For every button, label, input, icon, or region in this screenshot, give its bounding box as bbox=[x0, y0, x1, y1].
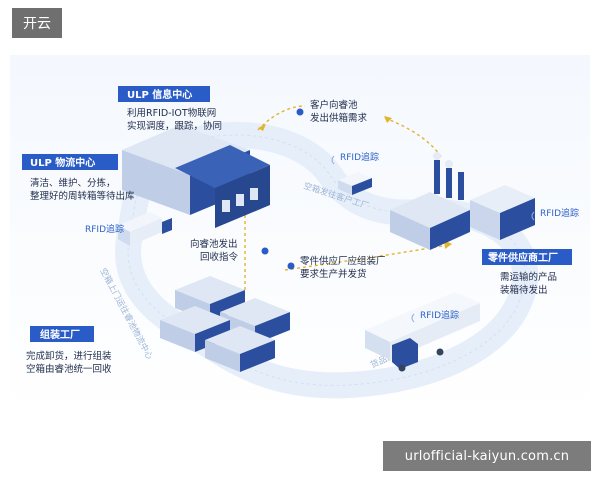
step-supplier-order-line-2: 要求生产并发货 bbox=[300, 268, 367, 280]
step-customer-demand-line-1: 客户向睿池 bbox=[310, 99, 358, 111]
info-center-line-1: 利用RFID-IOT物联网 bbox=[127, 107, 216, 119]
assembly-factory-box: 组装工厂 完成卸货，进行组装 空箱由睿池统一回收 bbox=[26, 326, 112, 375]
container-truck bbox=[365, 292, 480, 372]
arrowhead bbox=[258, 124, 266, 131]
assembly-factory-line-2: 空箱由睿池统一回收 bbox=[26, 363, 112, 375]
signal-icon bbox=[531, 211, 535, 221]
logistics-center-line-2: 整理好的周转箱等待出库 bbox=[30, 190, 135, 202]
step-recycle-order-line-1: 向睿池发出 bbox=[190, 238, 238, 250]
corner-badge: 开云 bbox=[12, 8, 62, 38]
step-dot-customer-demand bbox=[296, 108, 304, 116]
step-dot-supplier-order bbox=[287, 262, 295, 270]
assembly-factory-title: 组装工厂 bbox=[40, 328, 80, 341]
info-center-line-2: 实现调度，跟踪，协同 bbox=[127, 120, 222, 132]
flow-arrow-demand-right bbox=[384, 117, 443, 159]
signal-icon bbox=[331, 155, 335, 165]
assembly-factory-building bbox=[160, 276, 290, 372]
loop-road-edge bbox=[127, 134, 526, 386]
watermark: urlofficial-kaiyun.com.cn bbox=[383, 441, 591, 471]
logistics-center-box: ULP 物流中心 清洁、维护、分拣， 整理好的周转箱等待出库 bbox=[22, 154, 135, 202]
assembly-factory-line-1: 完成卸货，进行组装 bbox=[26, 350, 112, 362]
logistics-center-title: ULP 物流中心 bbox=[30, 156, 95, 169]
arrowhead bbox=[384, 116, 392, 123]
rfid-tag: RFID追踪 bbox=[540, 207, 579, 219]
supplier-factory-box: 零件供应商工厂 需运输的产品 装箱待发出 bbox=[482, 249, 572, 296]
flow-arrow-demand-left bbox=[257, 105, 306, 131]
logistics-center-box-header bbox=[22, 154, 118, 170]
step-recycle-order-line-2: 回收指令 bbox=[200, 251, 239, 263]
step-dot-recycle-order bbox=[261, 247, 269, 255]
supplier-factory-building bbox=[390, 152, 535, 250]
rfid-tag: RFID追踪 bbox=[340, 151, 379, 163]
step-customer-demand-line-2: 发出供箱需求 bbox=[310, 112, 368, 124]
supplier-factory-box-header bbox=[482, 249, 572, 265]
info-center-title: ULP 信息中心 bbox=[127, 88, 192, 101]
supplier-factory-line-1: 需运输的产品 bbox=[500, 271, 557, 283]
supplier-factory-line-2: 装箱待发出 bbox=[500, 284, 548, 296]
signal-icon bbox=[411, 313, 415, 323]
logistics-center-line-1: 清洁、维护、分拣， bbox=[30, 177, 116, 189]
assembly-factory-box-header bbox=[30, 326, 94, 342]
info-center-box-header bbox=[118, 86, 210, 102]
truck-to-customer bbox=[338, 172, 372, 195]
step-supplier-order-line-1: 零件供应厂应组装厂 bbox=[300, 255, 386, 267]
info-center-box: ULP 信息中心 利用RFID-IOT物联网 实现调度，跟踪，协同 bbox=[118, 86, 222, 132]
rfid-tag: RFID追踪 bbox=[85, 223, 124, 235]
supplier-factory-title: 零件供应商工厂 bbox=[487, 251, 558, 264]
truck-logistics bbox=[118, 212, 172, 246]
rfid-tag: RFID追踪 bbox=[420, 309, 459, 321]
logistics-center-building bbox=[122, 125, 270, 228]
